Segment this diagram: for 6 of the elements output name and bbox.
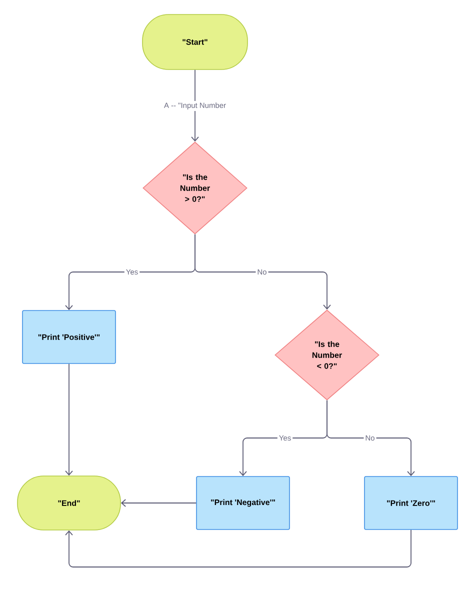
arrow — [120, 499, 197, 507]
arrow — [65, 529, 412, 568]
arrow — [194, 234, 331, 310]
arrow — [65, 363, 73, 476]
arrow — [326, 400, 415, 476]
arrow — [191, 69, 199, 142]
